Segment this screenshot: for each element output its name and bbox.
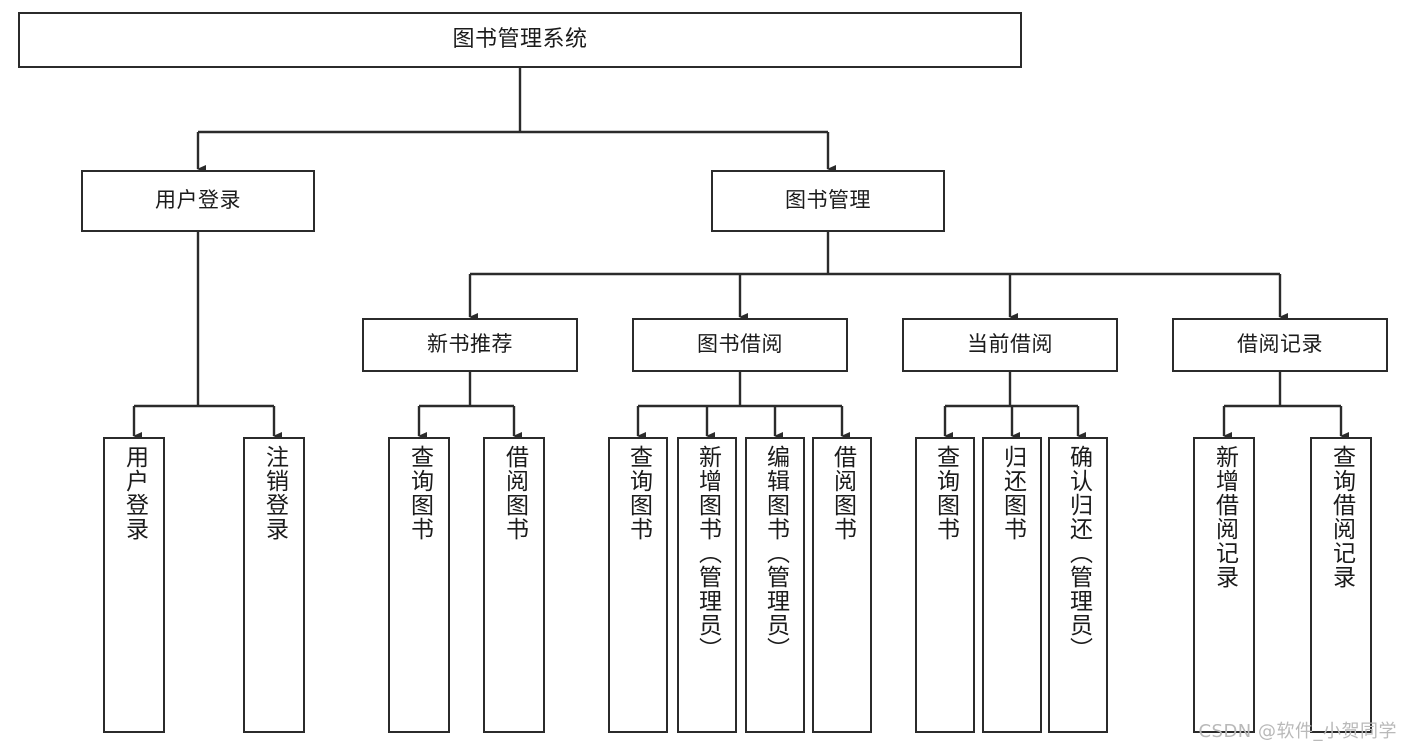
node-label: 注销登录	[261, 445, 288, 541]
node-leaf-bb-borrow[interactable]: 借阅图书	[812, 437, 872, 733]
node-new-book-rec[interactable]: 新书推荐	[362, 318, 578, 372]
node-label: 借阅图书	[829, 445, 856, 541]
node-book-manage[interactable]: 图书管理	[711, 170, 945, 232]
node-leaf-cb-return[interactable]: 归还图书	[982, 437, 1042, 733]
edge-bus-current-borrow	[945, 372, 1078, 408]
watermark-text: CSDN @软件_小贺同学	[1198, 721, 1397, 742]
node-leaf-rec-query[interactable]: 查询图书	[388, 437, 450, 733]
node-label: 新增图书（管理员）	[694, 445, 721, 661]
node-book-borrow[interactable]: 图书借阅	[632, 318, 848, 372]
node-label: 查询图书	[932, 445, 959, 541]
node-leaf-bb-edit[interactable]: 编辑图书（管理员）	[745, 437, 805, 733]
node-label: 图书管理系统	[452, 26, 588, 52]
node-root[interactable]: 图书管理系统	[18, 12, 1022, 68]
node-label: 确认归还（管理员）	[1065, 445, 1092, 661]
node-current-borrow[interactable]: 当前借阅	[902, 318, 1118, 372]
node-leaf-cb-confirm[interactable]: 确认归还（管理员）	[1048, 437, 1108, 733]
node-leaf-bb-query[interactable]: 查询图书	[608, 437, 668, 733]
edge-bus-borrow-record	[1224, 372, 1341, 408]
edge-bus-new-book-rec	[419, 372, 514, 408]
node-leaf-bb-add[interactable]: 新增图书（管理员）	[677, 437, 737, 733]
node-label: 归还图书	[999, 445, 1026, 541]
node-label: 编辑图书（管理员）	[762, 445, 789, 661]
node-label: 查询图书	[625, 445, 652, 541]
node-borrow-record[interactable]: 借阅记录	[1172, 318, 1388, 372]
node-label: 用户登录	[121, 445, 148, 541]
node-leaf-cb-query[interactable]: 查询图书	[915, 437, 975, 733]
node-label: 借阅记录	[1237, 332, 1323, 357]
node-user-login[interactable]: 用户登录	[81, 170, 315, 232]
node-leaf-rec-borrow[interactable]: 借阅图书	[483, 437, 545, 733]
node-label: 图书管理	[785, 188, 871, 213]
edge-bus-book-manage	[470, 232, 1280, 276]
node-leaf-br-add[interactable]: 新增借阅记录	[1193, 437, 1255, 733]
node-leaf-user-login[interactable]: 用户登录	[103, 437, 165, 733]
edge-bus-user-login	[134, 232, 274, 408]
node-label: 新增借阅记录	[1211, 445, 1238, 589]
node-label: 新书推荐	[427, 332, 513, 357]
node-label: 查询图书	[406, 445, 433, 541]
node-label: 当前借阅	[967, 332, 1053, 357]
node-label: 查询借阅记录	[1328, 445, 1355, 589]
node-leaf-br-query[interactable]: 查询借阅记录	[1310, 437, 1372, 733]
edge-bus-root	[198, 68, 828, 134]
node-label: 图书借阅	[697, 332, 783, 357]
node-label: 借阅图书	[501, 445, 528, 541]
edge-bus-book-borrow	[638, 372, 842, 408]
node-leaf-logout[interactable]: 注销登录	[243, 437, 305, 733]
node-label: 用户登录	[155, 188, 241, 213]
